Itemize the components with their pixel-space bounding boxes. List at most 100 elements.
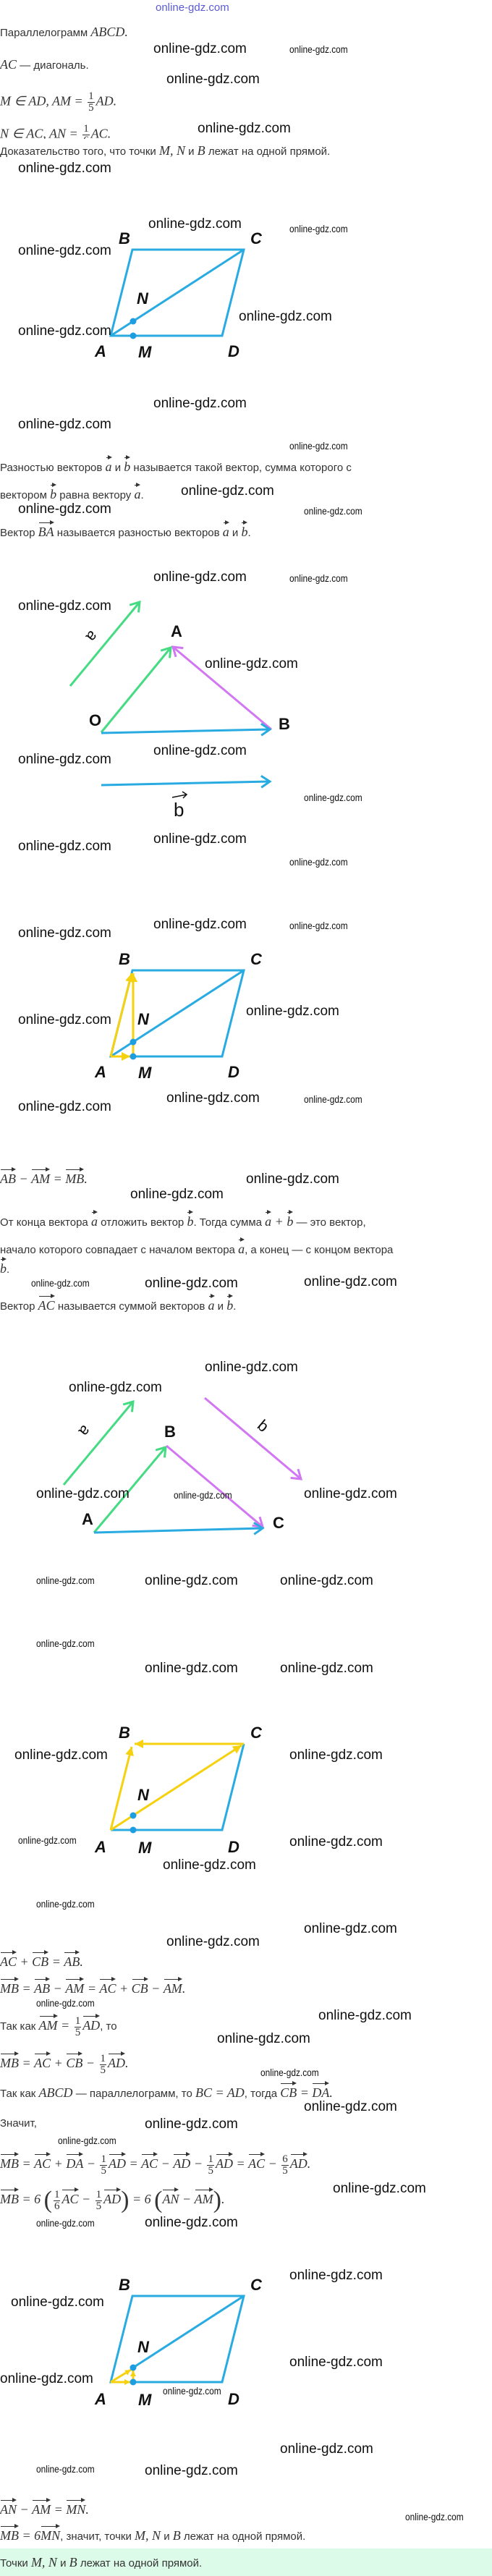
given-diagonal: AC — диагональ. — [0, 56, 89, 74]
watermark: online-gdz.com — [36, 1898, 95, 1910]
watermark: online-gdz.com — [145, 1276, 238, 1291]
watermark: online-gdz.com — [18, 161, 111, 176]
label-b-point: B — [279, 715, 290, 733]
math-segment: . — [221, 2192, 225, 2206]
watermark: online-gdz.com — [304, 1921, 397, 1936]
parallelogram-diagram-1: B C N A M D — [94, 229, 263, 361]
watermark: online-gdz.com — [18, 417, 111, 432]
vector-symbol: AC — [34, 2051, 51, 2071]
label-vector-b: b — [174, 799, 184, 821]
text-segment: лежат на одной прямой. — [77, 2557, 203, 2569]
math-segment: − — [265, 2156, 281, 2171]
watermark: online-gdz.com — [145, 1573, 238, 1588]
vector-symbol: b — [226, 1294, 234, 1313]
label-a: A — [94, 1838, 106, 1856]
math-segment: B — [172, 2528, 181, 2543]
vector-symbol: AD — [108, 2051, 125, 2071]
vector-an — [110, 2368, 132, 2384]
sum-rule-2: начало которого совпадает с началом вект… — [0, 1237, 393, 1258]
fraction-denominator: 6 — [54, 2200, 60, 2212]
vector-symbol: AM — [195, 2187, 213, 2207]
vector-symbol: AD — [173, 2152, 191, 2172]
label-b: B — [119, 2276, 130, 2294]
watermark: online-gdz.com — [217, 2031, 310, 2046]
watermark: online-gdz.com — [205, 656, 298, 671]
vector-symbol: DA — [312, 2081, 330, 2101]
vector-symbol: b — [187, 1210, 194, 1229]
vector-symbol: DA — [66, 2152, 84, 2172]
label-m: M — [138, 1839, 152, 1857]
vector-symbol: AD — [216, 2152, 233, 2172]
vector-symbol: AB — [0, 1167, 16, 1187]
watermark: online-gdz.com — [205, 1360, 298, 1375]
math-segment: M, N — [135, 2528, 161, 2543]
math-segment: AC. — [90, 126, 111, 139]
label-vector-a: a — [75, 1422, 96, 1441]
math-segment: − — [83, 2156, 99, 2171]
label-vector-b: b — [254, 1416, 272, 1436]
label-d: D — [228, 1063, 239, 1081]
parallelogram-diagram-4: B C N A M D — [94, 2276, 263, 2409]
text-segment: называется суммой векторов — [54, 1300, 208, 1313]
site-logo[interactable]: online-gdz.com — [156, 1, 229, 14]
text-segment: . — [247, 527, 251, 539]
text-segment: . — [140, 489, 144, 501]
vector-symbol: CB — [132, 1977, 148, 1996]
vector-symbol: AC — [0, 1950, 17, 1970]
label-d: D — [228, 1838, 239, 1856]
math-segment: = — [19, 2156, 35, 2171]
watermark: online-gdz.com — [289, 2268, 383, 2283]
text-segment: . Тогда сумма — [193, 1216, 266, 1229]
label-vector-b-text: b — [254, 1416, 272, 1436]
text-segment: . — [7, 1263, 10, 1276]
vector-b — [204, 1397, 301, 1479]
text-segment: лежат на одной прямой. — [205, 145, 331, 158]
math-segment: AC — [0, 57, 17, 72]
vector-a — [62, 1402, 133, 1486]
vector-symbol: CB — [66, 2051, 83, 2071]
vector-ac — [110, 1744, 242, 1831]
vector-ab — [109, 1746, 134, 1831]
math-segment: . — [307, 2156, 311, 2171]
vector-symbol: AN — [162, 2187, 179, 2207]
fraction-numerator: 1 — [82, 123, 90, 135]
vector-symbol: a — [91, 1210, 98, 1229]
vector-symbol: b — [124, 455, 131, 475]
label-a: A — [94, 342, 106, 360]
watermark: online-gdz.com — [58, 2135, 116, 2146]
math-segment: − — [16, 1172, 32, 1186]
watermark: online-gdz.com — [318, 2008, 412, 2023]
conclusion: MB = 6MN, значит, точки M, N и B лежат н… — [0, 2524, 305, 2545]
watermark: online-gdz.com — [0, 2371, 93, 2386]
sum-definition: Вектор AC называется суммой векторов a и… — [0, 1294, 237, 1315]
label-a: A — [94, 1063, 106, 1081]
watermark: online-gdz.com — [289, 1747, 383, 1763]
text-segment: Так как — [0, 2020, 39, 2033]
label-m: M — [138, 1064, 152, 1082]
vector-symbol: b — [241, 520, 248, 540]
math-segment: = — [84, 1981, 100, 1996]
vector-symbol: MB — [0, 1977, 19, 1996]
watermark: online-gdz.com — [31, 1277, 90, 1289]
vector-symbol: MB — [65, 1167, 85, 1187]
difference-definition-3: Вектор BA называется разностью векторов … — [0, 520, 251, 541]
point-m — [130, 332, 137, 339]
math-segment: N ∈ AC, AN = — [0, 126, 82, 139]
given-parallelogram: Параллелограмм ABCD. — [0, 24, 128, 41]
vector-symbol: MB — [0, 2187, 19, 2207]
watermark: online-gdz.com — [153, 396, 247, 411]
label-a: A — [94, 2390, 106, 2408]
watermark: online-gdz.com — [36, 1486, 130, 1501]
math-segment: B — [197, 143, 205, 158]
parallelogram-diagram-2: B C N A M D — [94, 950, 263, 1082]
text-segment: и — [229, 527, 242, 539]
text-segment: . — [233, 1300, 237, 1313]
watermark: online-gdz.com — [18, 323, 111, 339]
watermark: online-gdz.com — [166, 1090, 260, 1106]
text-segment: Точки — [0, 2557, 31, 2569]
watermark: online-gdz.com — [289, 920, 348, 931]
